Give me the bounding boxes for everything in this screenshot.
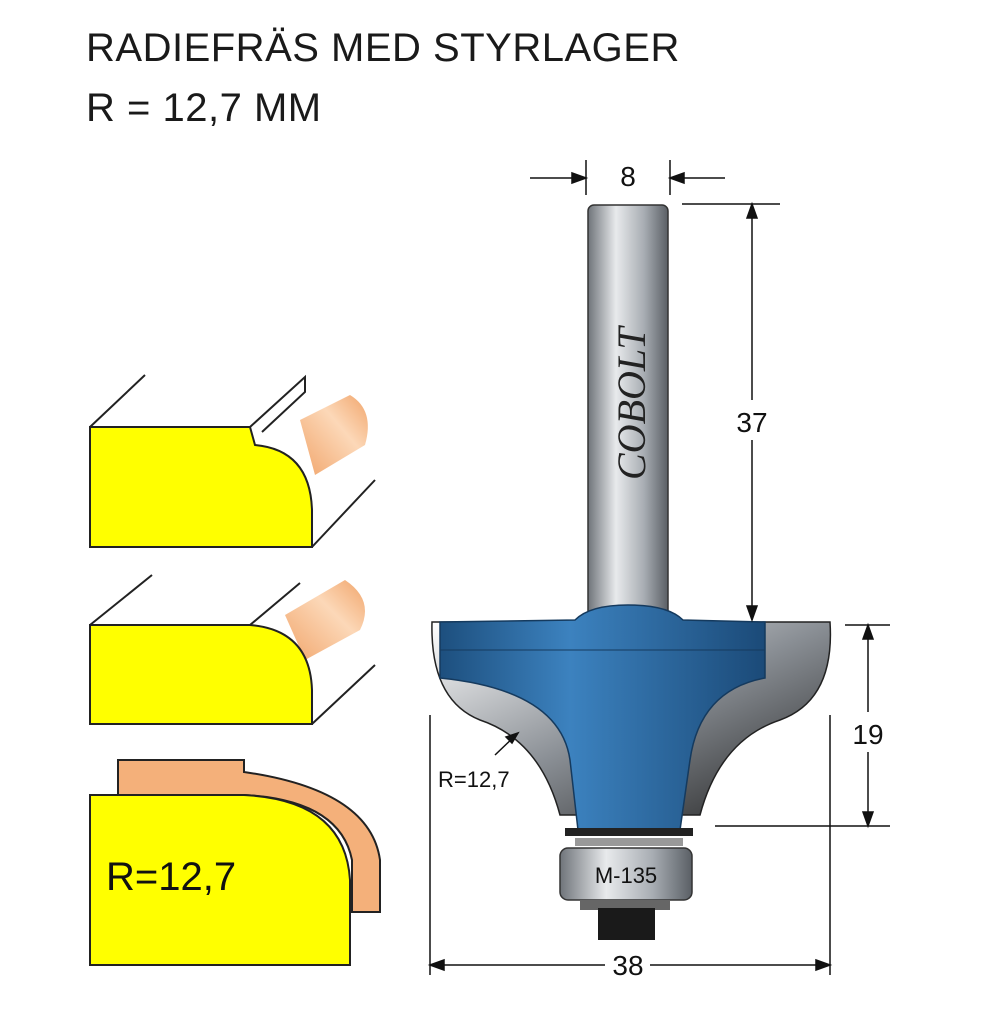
bearing-label: M-135 [595,863,657,888]
profile-radius-label: R=12,7 [106,855,236,899]
dim-cut-height: 19 [852,719,883,750]
title-line-2: R = 12,7 MM [86,86,322,130]
profile-cross-section: R=12,7 [89,759,381,966]
dim-cut-diameter: 38 [612,950,643,981]
router-bit: COBOLT M-135 [431,204,832,940]
cutter-body [439,604,766,831]
title-line-1: RADIEFRÄS MED STYRLAGER [86,26,680,70]
profile-edge-cut [89,374,376,548]
dim-shank-length: 37 [736,407,767,438]
dim-radius: R=12,7 [438,767,510,792]
cobolt-logo: COBOLT [609,325,654,480]
profile-rounded-edge [89,574,376,725]
dim-shank-diameter: 8 [620,161,636,192]
